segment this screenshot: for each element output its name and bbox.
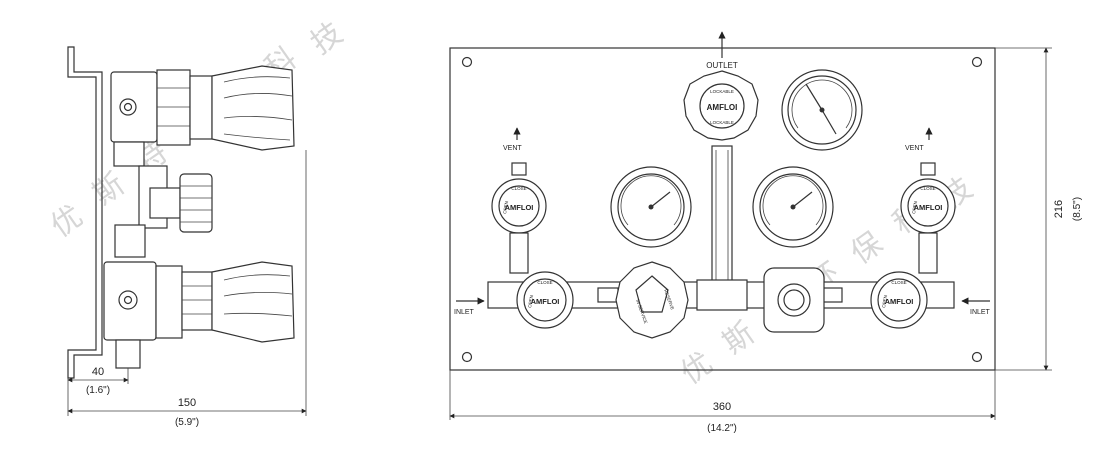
dim-front-width-mm: 360 (713, 401, 731, 413)
close-label-inlet-left: CLOSE (537, 280, 552, 285)
watermark-char: 优 (45, 199, 90, 245)
dim-side-depth-mm: 150 (178, 397, 196, 409)
right-inlet-gauge (752, 166, 834, 248)
lockable-label-bottom: LOCKABLE (710, 120, 734, 125)
dim-front-height-mm: 216 (1053, 200, 1065, 218)
open-label-inlet-right: OPEN (881, 295, 888, 308)
dim-front-width-in: (14.2") (707, 423, 737, 434)
inlet-right-label: INLET (970, 309, 991, 316)
dim-front-height-in: (8.5") (1072, 197, 1083, 221)
open-label-vent-left: OPEN (502, 201, 509, 214)
dim-side-depth-in: (5.9") (175, 417, 199, 428)
brand-mark-vent-right: AMFLOI (914, 203, 943, 212)
watermark-char: 斯 (717, 316, 762, 362)
close-label-inlet-right: CLOSE (891, 280, 906, 285)
inlet-left-label: INLET (454, 309, 475, 316)
dim-side-offset-mm: 40 (92, 366, 104, 378)
watermark-char: 技 (305, 16, 350, 62)
side-view: 40 (1.6") 150 (5.9") (67, 46, 307, 428)
right-inlet-valve-knob (870, 271, 928, 329)
brand-mark-inlet-left: AMFLOI (531, 297, 560, 306)
front-view: OUTLET AMFLOI LOCKABLE LOCKABLE (449, 31, 1083, 434)
changeover-knob (615, 261, 689, 339)
dim-side-offset-in: (1.6") (86, 385, 110, 396)
open-label-inlet-left: OPEN (527, 295, 534, 308)
open-label-vent-right: OPEN (911, 201, 918, 214)
brand-mark-vent-left: AMFLOI (505, 203, 534, 212)
watermark-char: 保 (845, 226, 890, 272)
vent-left-label: VENT (503, 145, 522, 152)
lockable-label-top: LOCKABLE (710, 89, 734, 94)
close-label-vent-right: CLOSE (920, 186, 935, 191)
brand-mark-inlet-right: AMFLOI (885, 297, 914, 306)
outlet-label: OUTLET (706, 61, 738, 70)
close-label-vent-left: CLOSE (511, 186, 526, 191)
brand-mark-outlet: AMFLOI (707, 103, 738, 112)
watermark-char: 优 (675, 346, 720, 392)
outlet-pressure-gauge (781, 69, 863, 151)
left-inlet-valve-knob (516, 271, 574, 329)
vent-right-label: VENT (905, 145, 924, 152)
outlet-regulator-knob (683, 70, 759, 141)
watermark-char: 斯 (87, 167, 132, 213)
left-inlet-gauge (610, 166, 692, 248)
